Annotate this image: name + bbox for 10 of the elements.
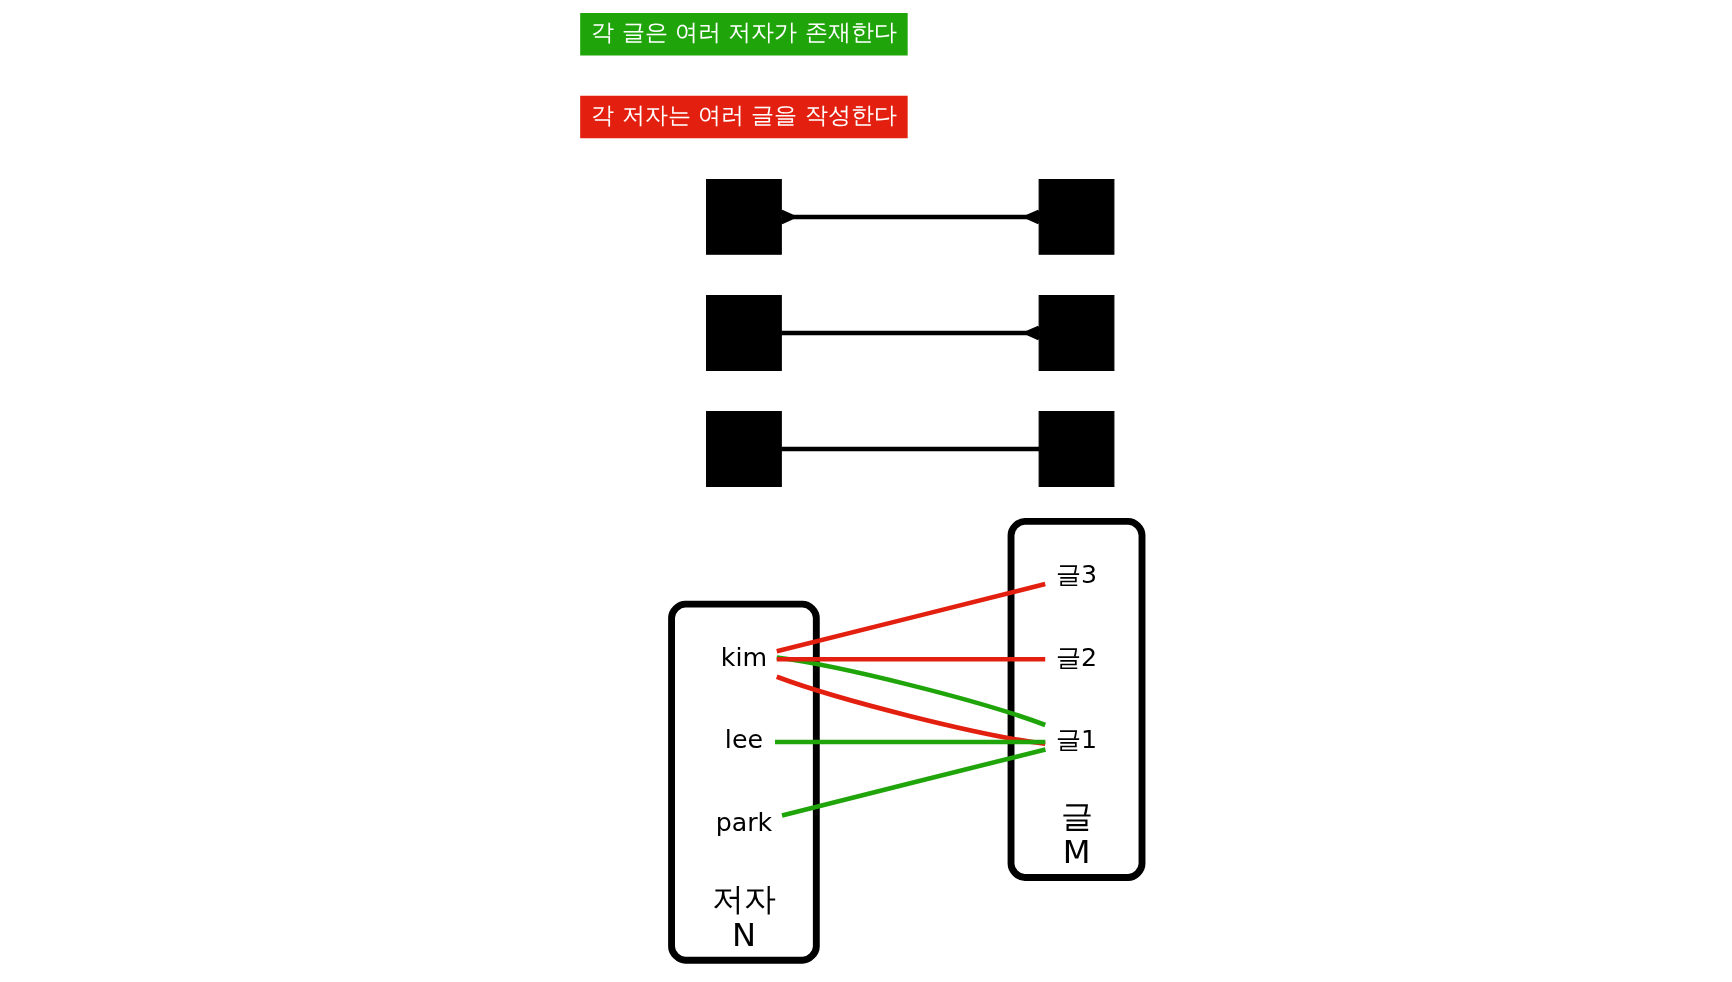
node-text: park xyxy=(715,807,773,837)
node-text: kim xyxy=(720,642,768,672)
label: 각 글은 여러 저자가 존재한다 xyxy=(591,18,897,45)
node-text: 글1 xyxy=(1055,724,1098,754)
label: 각 저자는 여러 글을 작성한다 xyxy=(591,101,897,128)
node-label: N xyxy=(731,915,756,954)
node-label: M xyxy=(1062,832,1091,871)
node-text: 글2 xyxy=(1055,642,1098,672)
node-text: lee xyxy=(724,724,763,754)
node-text: 글3 xyxy=(1055,559,1098,589)
